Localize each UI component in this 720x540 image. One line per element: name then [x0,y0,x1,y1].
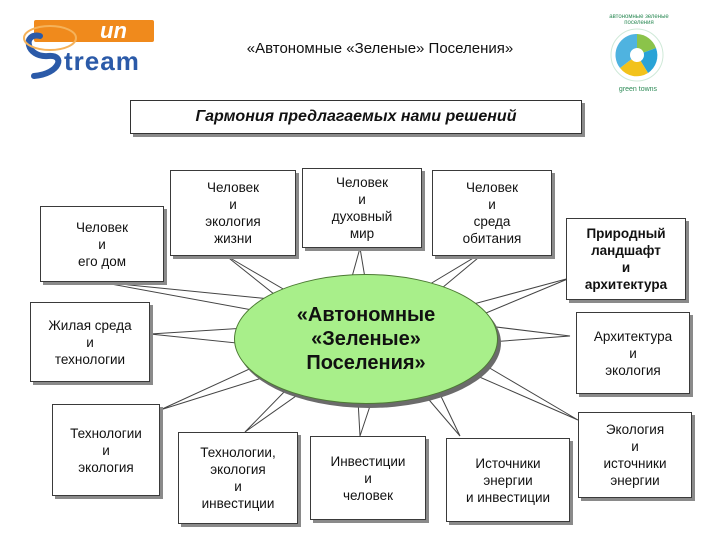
node-text: и [629,345,637,361]
node-text: и инвестиции [465,489,551,505]
center-line-1: «Автономные [296,304,436,326]
node-energy-sources-invest: Источники энергии и инвестиции [446,438,570,522]
node-invest-human: Инвестиции и человек [310,436,426,520]
node-text: и [488,197,496,212]
node-text: и [358,192,366,207]
logo-right-text-top: автономные зеленые поселения [609,14,669,26]
node-text: энергии [483,472,533,488]
node-text: Инвестиции [330,453,406,469]
node-text: экология [78,459,134,475]
green-towns-logo: автономные зеленые поселения green towns [596,14,678,96]
node-text: Человек [75,219,129,235]
node-text: Человек [335,175,389,190]
node-text: и [364,470,372,486]
node-living-tech: Жилая среда и технологии [30,302,150,382]
node-text: архитектура [584,277,668,292]
harmony-banner: Гармония предлагаемых нами решений [130,100,582,134]
central-ellipse: «Автономные «Зеленые» Поселения» [234,274,498,404]
node-text: и [621,260,631,275]
logo-text-top: un [100,18,127,43]
node-text: инвестиции [201,496,275,511]
node-text: и [98,236,106,252]
node-text: его дом [77,253,127,269]
node-text: человек [342,487,394,503]
center-line-2: «Зеленые» [311,328,421,350]
node-text: экология [210,462,266,477]
node-text: жизни [214,231,252,246]
node-text: Технологии [70,425,142,441]
node-text: и [102,442,110,458]
node-text: источники [603,456,667,471]
node-human-spiritual: Человек и духовный мир [302,168,422,248]
node-text: экология [205,214,261,229]
node-text: и [631,439,639,454]
node-text: и [86,334,94,350]
node-text: и [229,197,237,212]
node-text: обитания [462,231,522,246]
node-text: Человек [206,180,260,195]
node-text: энергии [610,473,660,488]
node-text: духовный [331,209,393,224]
node-tech-ecology: Технологии и экология [52,404,160,496]
sunstream-logo: un tream [20,18,160,82]
node-human-home: Человек и его дом [40,206,164,282]
node-text: технологии [54,351,126,367]
node-ecology-energy-sources: Экология и источники энергии [578,412,692,498]
node-text: мир [349,226,375,241]
node-text: ландшафт [591,243,661,258]
center-line-3: Поселения» [306,352,426,374]
node-text: Экология [605,422,665,437]
node-architecture-ecology: Архитектура и экология [576,312,690,394]
page-title: «Автономные «Зеленые» Поселения» [246,40,514,57]
node-tech-ecology-invest: Технологии, экология и инвестиции [178,432,298,524]
node-text: Архитектура [593,328,673,344]
node-text: Технологии, [200,445,276,460]
node-text: и [234,479,242,494]
logo-text-bottom: tream [64,46,140,76]
node-text: среда [473,214,511,229]
node-text: Источники [475,455,541,471]
logo-right-text-bottom: green towns [618,86,658,93]
node-human-habitat: Человек и среда обитания [432,170,552,256]
node-text: Жилая среда [48,317,132,333]
node-text: Человек [465,180,519,195]
node-text: Природный [586,226,666,241]
node-landscape-architecture: Природный ландшафт и архитектура [566,218,686,300]
node-text: экология [605,362,661,378]
node-human-life-ecology: Человек и экология жизни [170,170,296,256]
